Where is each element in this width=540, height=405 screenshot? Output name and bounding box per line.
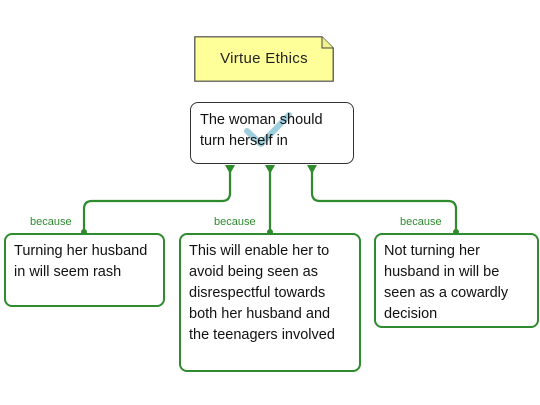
note-shape (194, 36, 334, 82)
connector-line-1 (82, 164, 232, 233)
note-title: Virtue Ethics (220, 50, 308, 67)
connector-arrow-2 (265, 165, 275, 174)
reason-text-2: This will enable her to avoid being seen… (189, 243, 335, 343)
check-mark-icon (244, 112, 292, 147)
reason-box-2[interactable]: This will enable her to avoid being seen… (179, 233, 361, 372)
connector-arrow-3 (307, 165, 317, 174)
claim-box[interactable]: The woman should turn herself in (190, 102, 354, 164)
claim-text: The woman should turn herself in (200, 112, 323, 149)
because-label-2: because (214, 216, 256, 228)
because-label-1: because (30, 216, 72, 228)
connector-line-3 (310, 164, 458, 233)
reason-text-3: Not turning her husband in will be seen … (384, 243, 509, 322)
because-label-3: because (400, 216, 442, 228)
reason-text-1: Turning her husband in will seem rash (14, 243, 148, 280)
virtue-ethics-note[interactable]: Virtue Ethics (194, 36, 334, 82)
reason-box-3[interactable]: Not turning her husband in will be seen … (374, 233, 539, 328)
connector-arrow-1 (225, 165, 235, 174)
reason-box-1[interactable]: Turning her husband in will seem rash (4, 233, 165, 307)
